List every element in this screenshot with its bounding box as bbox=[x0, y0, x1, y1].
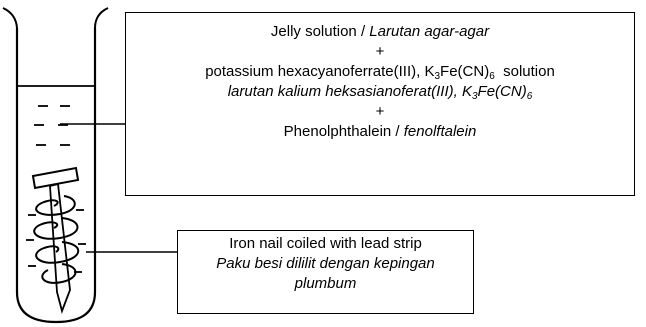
plus-sign: + bbox=[375, 103, 385, 120]
reagent-line-ferricyanide-ms: larutan kalium heksasianoferat(III), K3F… bbox=[126, 82, 634, 102]
nail-label-ms-line1: Paku besi dililit dengan kepingan bbox=[216, 255, 435, 272]
nail-head bbox=[31, 166, 80, 190]
lead-strip-coil bbox=[33, 195, 80, 284]
separator-slash: / bbox=[356, 23, 370, 40]
nail-shank bbox=[49, 182, 71, 314]
ferricyanide-ms-part-b: Fe(CN) bbox=[477, 83, 527, 100]
nail-label-ms-line2: plumbum bbox=[294, 275, 357, 292]
subscript-3: 3 bbox=[434, 71, 441, 82]
plus-sign: + bbox=[375, 43, 385, 60]
jelly-solution-en: Jelly solution bbox=[270, 23, 357, 40]
ferricyanide-ms-part-a: larutan kalium heksasianoferat(III), K bbox=[227, 83, 472, 100]
test-tube-rim-right bbox=[94, 7, 109, 29]
solution-dashes bbox=[26, 105, 86, 273]
nail-label-box: Iron nail coiled with lead strip Paku be… bbox=[177, 230, 474, 314]
subscript-6: 6 bbox=[526, 91, 533, 102]
test-tube-body bbox=[15, 28, 97, 324]
phenolphthalein-en: Phenolphthalein bbox=[283, 123, 392, 140]
ferricyanide-en-part-c: solution bbox=[494, 63, 555, 80]
subscript-3: 3 bbox=[471, 91, 478, 102]
reagent-line-ferricyanide-en: potassium hexacyanoferrate(III), K3Fe(CN… bbox=[126, 62, 634, 82]
nail-label-en: Iron nail coiled with lead strip bbox=[229, 235, 422, 252]
jelly-solution-ms: Larutan agar-agar bbox=[369, 23, 490, 40]
subscript-6: 6 bbox=[489, 71, 495, 82]
reagent-line-jelly: Jelly solution / Larutan agar-agar bbox=[126, 22, 634, 42]
reagent-label-box: Jelly solution / Larutan agar-agar + pot… bbox=[125, 12, 635, 196]
phenolphthalein-ms: fenolftalein bbox=[403, 123, 477, 140]
test-tube-rim-left bbox=[2, 7, 18, 29]
ferricyanide-en-part-b: Fe(CN) bbox=[440, 63, 490, 80]
ferricyanide-en-part-a: potassium hexacyanoferrate(III), K bbox=[205, 63, 435, 80]
reagent-line-phenolphthalein: Phenolphthalein / fenolftalein bbox=[126, 122, 634, 142]
separator-slash: / bbox=[391, 123, 404, 140]
